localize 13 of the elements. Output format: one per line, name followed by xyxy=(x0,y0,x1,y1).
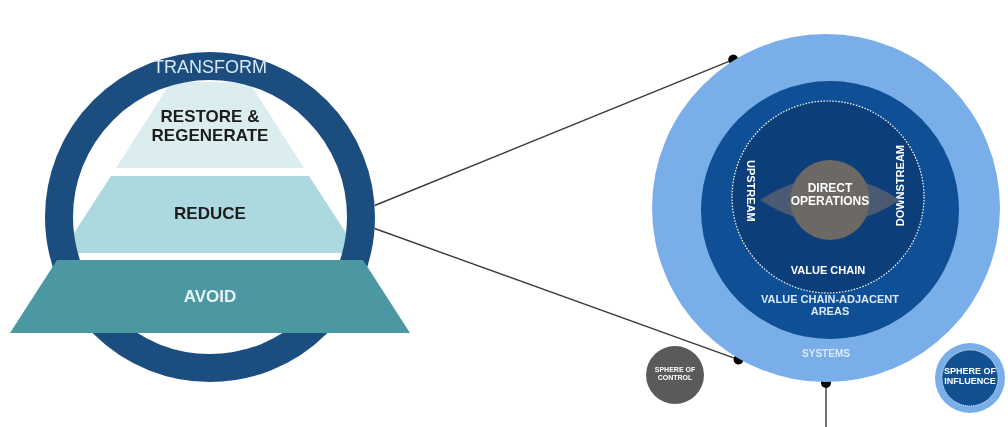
node-label: TRANSFORM xyxy=(152,58,268,78)
node-label: DIRECT OPERATIONS xyxy=(789,182,871,209)
node-label: VALUE CHAIN xyxy=(789,264,867,277)
node-label: AVOID xyxy=(182,288,238,307)
node-label: VALUE CHAIN-ADJACENT AREAS xyxy=(760,293,900,318)
node-label: SPHERE OF INFLUENCE xyxy=(943,367,997,387)
node-label: UPSTREAM xyxy=(745,160,758,222)
node-label: REDUCE xyxy=(173,205,247,224)
connector-line xyxy=(373,227,744,365)
node-label: SYSTEMS xyxy=(801,348,851,359)
node-label: RESTORE & REGENERATE xyxy=(150,108,270,146)
node-label: DOWNSTREAM xyxy=(894,145,907,227)
connector-line xyxy=(373,54,739,207)
